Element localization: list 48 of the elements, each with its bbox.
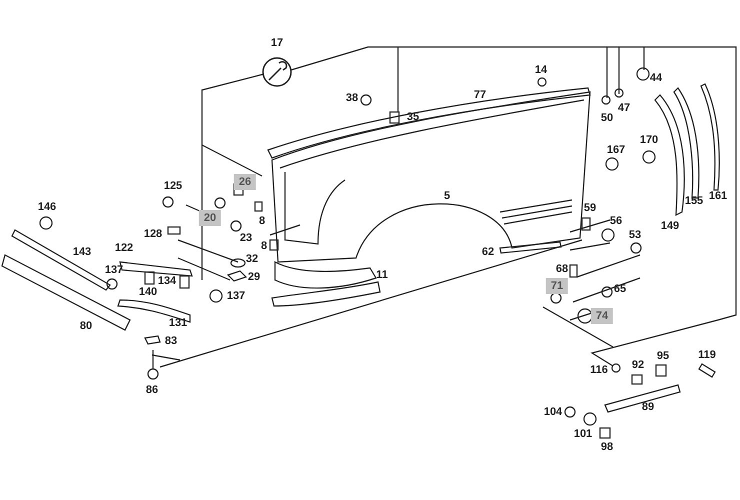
callout-number: 137 [226,290,246,302]
callout-number: 20 [198,210,222,226]
callout-number: 53 [628,229,642,241]
callout-number: 29 [248,271,260,283]
callout-number: 59 [584,202,596,214]
callout-number: 8 [258,215,266,227]
callout-number: 137 [104,264,124,276]
callout-number: 47 [618,102,630,114]
callout-number: 77 [474,89,486,101]
callout-number: 50 [600,112,614,124]
callout-number: 143 [72,246,92,258]
callout-number: 125 [164,180,182,192]
callout-number: 89 [642,401,654,413]
callout-number: 104 [544,406,562,418]
callout-number: 122 [114,242,134,254]
callout-number: 5 [444,190,450,202]
callout-number: 161 [708,190,728,202]
callout-number: 62 [482,246,494,258]
callout-number: 131 [168,317,188,329]
callout-number: 38 [346,92,358,104]
callout-number: 92 [632,359,644,371]
callout-number: 17 [270,37,284,49]
callout-number: 140 [138,286,158,298]
callout-number: 149 [660,220,680,232]
callout-number: 119 [698,349,716,361]
callout-number: 68 [556,263,568,275]
callout-number: 95 [656,350,670,362]
callout-number: 23 [240,232,252,244]
callout-number: 98 [600,441,614,453]
callout-number: 101 [574,428,592,440]
callout-number: 80 [80,320,92,332]
callout-number: 74 [590,308,614,324]
callout-number: 86 [146,384,158,396]
callout-number: 8 [260,240,268,252]
callout-number: 26 [234,174,256,190]
callout-number: 170 [640,134,658,146]
callout-number: 71 [546,278,568,294]
callout-number: 167 [606,144,626,156]
callout-number: 11 [376,269,388,281]
callout-number: 56 [610,215,622,227]
callout-number: 14 [534,64,548,76]
callout-number: 128 [144,228,162,240]
callout-number: 83 [164,335,178,347]
callout-number: 116 [590,364,608,376]
callout-number: 44 [650,72,662,84]
callout-number: 32 [246,253,258,265]
callout-number: 146 [38,201,56,213]
callout-number: 134 [158,275,176,287]
